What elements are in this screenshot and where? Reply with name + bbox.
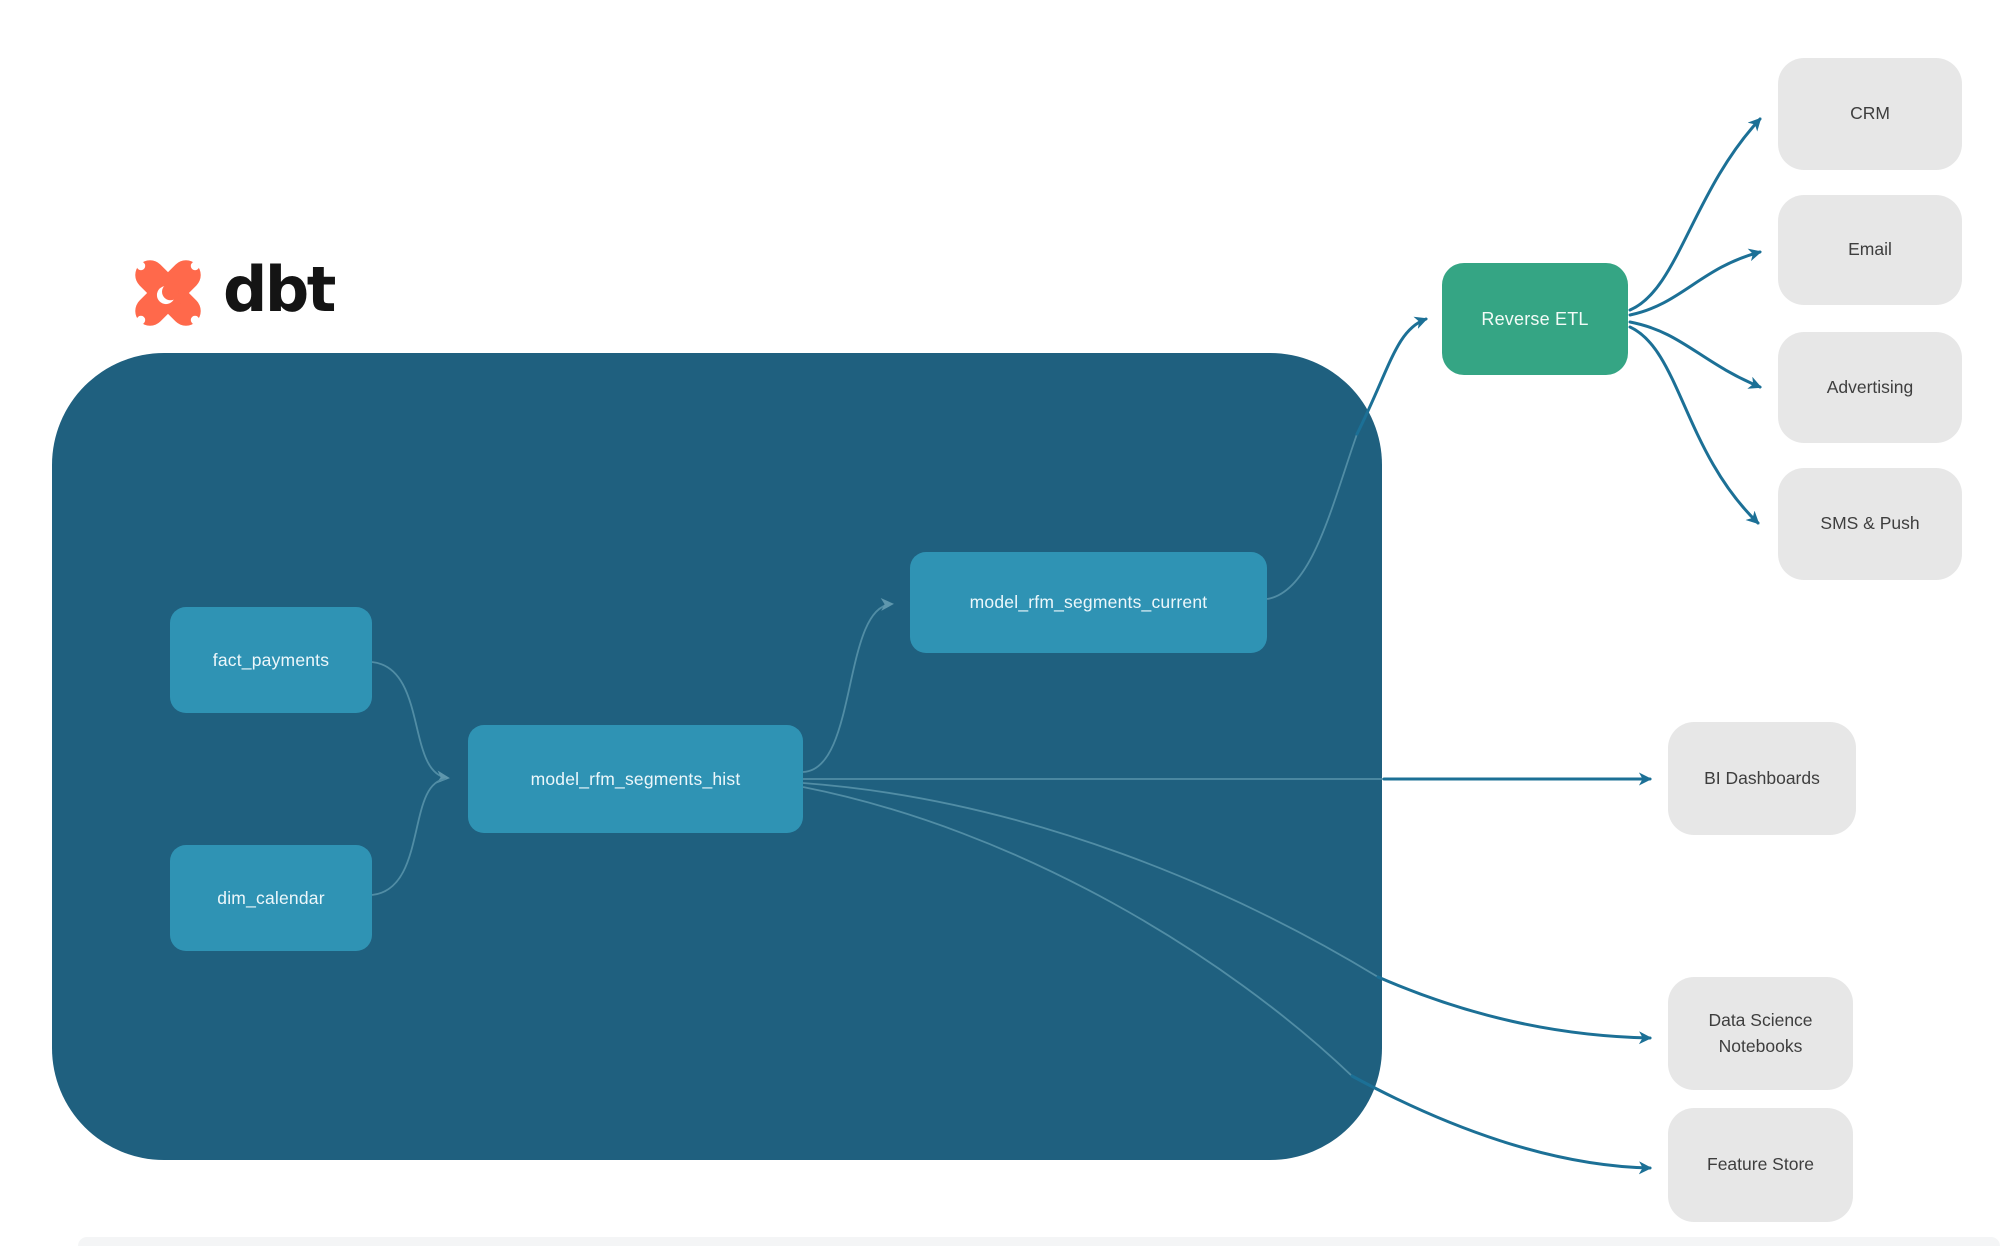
node-dim-calendar-label: dim_calendar [217, 887, 325, 908]
node-model-rfm-segments-hist: model_rfm_segments_hist [468, 725, 803, 833]
output-data-science-notebooks-label: Data Science Notebooks [1708, 1010, 1813, 1056]
edge-retl-to-sms [1628, 325, 1760, 525]
output-bi-dashboards-label: BI Dashboards [1704, 767, 1820, 788]
node-fact-payments-label: fact_payments [212, 649, 330, 670]
node-reverse-etl-label: Reverse ETL [1481, 308, 1589, 329]
dbt-logo: dbt [127, 252, 336, 334]
edge-retl-to-advertising [1628, 320, 1762, 389]
destination-sms-push: SMS & Push [1778, 468, 1962, 580]
node-reverse-etl: Reverse ETL [1442, 263, 1628, 375]
output-data-science-notebooks: Data Science Notebooks [1668, 977, 1853, 1090]
destination-email: Email [1778, 195, 1962, 305]
destination-email-label: Email [1848, 239, 1892, 260]
edge-to-feature-store [1350, 1074, 1652, 1175]
output-feature-store-label: Feature Store [1707, 1154, 1814, 1175]
node-fact-payments: fact_payments [170, 607, 372, 713]
output-bi-dashboards: BI Dashboards [1668, 722, 1856, 835]
edge-to-data-science [1376, 975, 1652, 1045]
destination-advertising-label: Advertising [1826, 376, 1914, 397]
output-feature-store: Feature Store [1668, 1108, 1853, 1222]
dbt-logo-icon [135, 260, 201, 326]
node-dim-calendar: dim_calendar [170, 845, 372, 951]
destination-advertising: Advertising [1778, 332, 1962, 443]
destination-crm-label: CRM [1850, 103, 1890, 124]
node-model-rfm-segments-current: model_rfm_segments_current [910, 552, 1267, 653]
dbt-wordmark: dbt [223, 253, 336, 326]
bottom-surface-edge [78, 1237, 2000, 1246]
edge-retl-to-email [1628, 248, 1762, 317]
node-model-rfm-segments-current-label: model_rfm_segments_current [969, 592, 1208, 612]
destination-sms-push-label: SMS & Push [1820, 513, 1920, 534]
destination-crm: CRM [1778, 58, 1962, 170]
edge-retl-to-crm [1628, 117, 1762, 312]
node-model-rfm-segments-hist-label: model_rfm_segments_hist [530, 768, 741, 789]
